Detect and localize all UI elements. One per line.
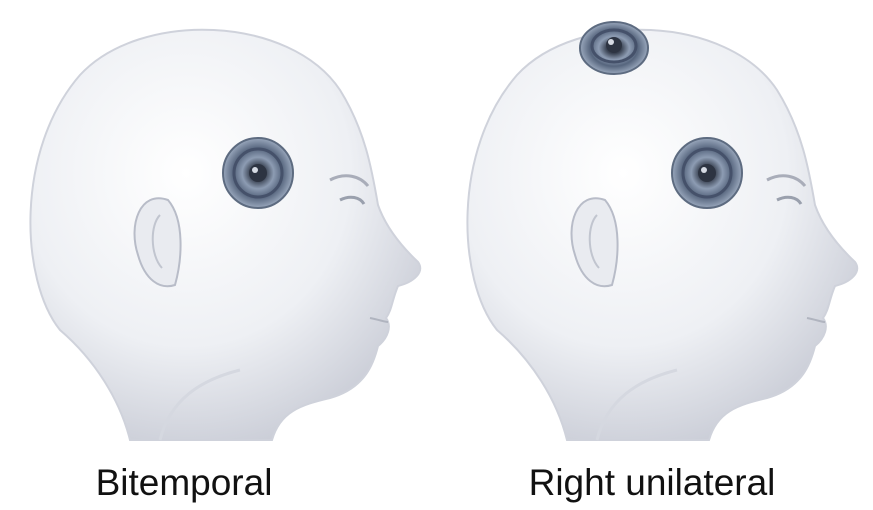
head-outline [467, 30, 857, 440]
caption-right-unilateral: Right unilateral [434, 462, 870, 504]
electrode-icon [223, 138, 293, 208]
panel-bitemporal: Bitemporal [0, 0, 436, 510]
electrode-icon [672, 138, 742, 208]
electrode-icon [580, 22, 648, 74]
head-outline [30, 30, 420, 440]
panel-right-unilateral: Right unilateral [437, 0, 873, 510]
head-profile-illustration [0, 0, 436, 460]
head-profile-illustration [437, 0, 873, 460]
caption-bitemporal: Bitemporal [0, 462, 402, 504]
